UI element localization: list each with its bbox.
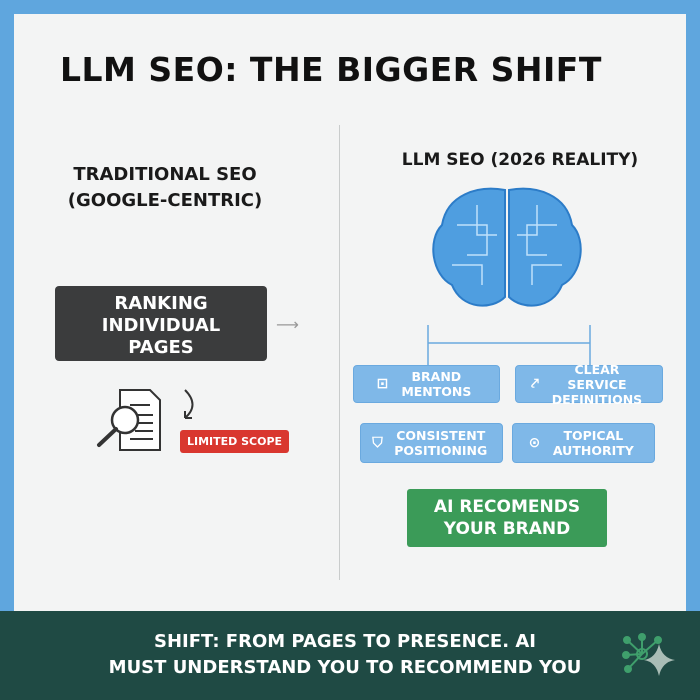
box-label: RANKING INDIVIDUAL PAGES [101,292,221,358]
consistent-positioning-box: ⛉ CONSISTENT POSITIONING [360,423,503,463]
document-search-icon [97,389,194,451]
box-label: CONSISTENT POSITIONING [394,428,488,458]
footer-banner: SHIFT: FROM PAGES TO PRESENCE. AI MUST U… [0,611,700,700]
box-label: TOPICAL AUTHORITY [552,428,634,458]
footer-line: MUST UNDERSTAND YOU TO RECOMMEND YOU [108,657,582,678]
arrow-right-icon: ⟶ [276,315,299,334]
ai-recommends-box: AI RECOMENDS YOUR BRAND [407,489,607,547]
traditional-seo-heading: TRADITIONAL SEO (GOOGLE-CENTRIC) [40,162,290,214]
profile-icon: ⊡ [376,375,389,392]
box-label: CLEAR SERVICE DEFINITIONS [551,361,643,407]
result-label: AI RECOMENDS YOUR BRAND [433,497,581,539]
brand-mentions-box: ⊡ BRAND MENTONS [353,365,500,403]
limited-scope-badge: LIMITED SCOPE [180,430,290,453]
llm-seo-heading: LLM SEO (2026 REALITY) [401,150,639,170]
connector-lines [427,325,591,365]
topical-authority-box: ⊙ TOPICAL AUTHORITY [512,423,655,463]
page-title: LLM SEO: THE BIGGER SHIFT [60,50,602,89]
brain-icon [432,187,582,307]
chart-edit-icon: ⤤ [531,375,539,392]
box-label: BRAND MENTONS [401,369,472,399]
ranking-pages-box: RANKING INDIVIDUAL PAGES [55,286,267,361]
ai-network-sparkle-icon [622,633,675,676]
divider [339,125,340,580]
shield-check-icon: ⛉ [372,434,383,451]
service-definitions-box: ⤤ CLEAR SERVICE DEFINITIONS [515,362,663,407]
document-search-icon: ⊙ [528,434,541,451]
heading-line: TRADITIONAL SEO [73,164,257,185]
heading-line: (GOOGLE-CENTRIC) [67,190,263,211]
footer-line: SHIFT: FROM PAGES TO PRESENCE. AI [154,631,536,652]
